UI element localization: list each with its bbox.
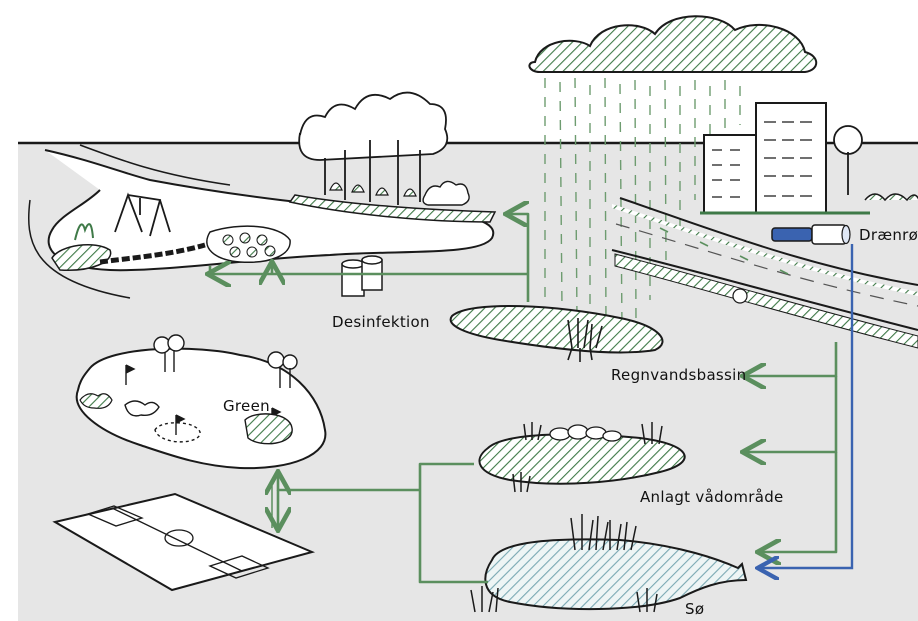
label-dranror: Drænrør bbox=[859, 226, 918, 244]
drain-pipe-icon bbox=[772, 225, 850, 244]
label-green: Green bbox=[223, 397, 270, 415]
label-anlagt-vadomrade: Anlagt vådområde bbox=[640, 488, 784, 506]
disinfection-tanks-icon bbox=[342, 256, 382, 296]
label-regnvandsbassin: Regnvandsbassin bbox=[611, 366, 746, 384]
label-so: Sø bbox=[685, 600, 704, 618]
label-desinfektion: Desinfektion bbox=[332, 313, 430, 331]
